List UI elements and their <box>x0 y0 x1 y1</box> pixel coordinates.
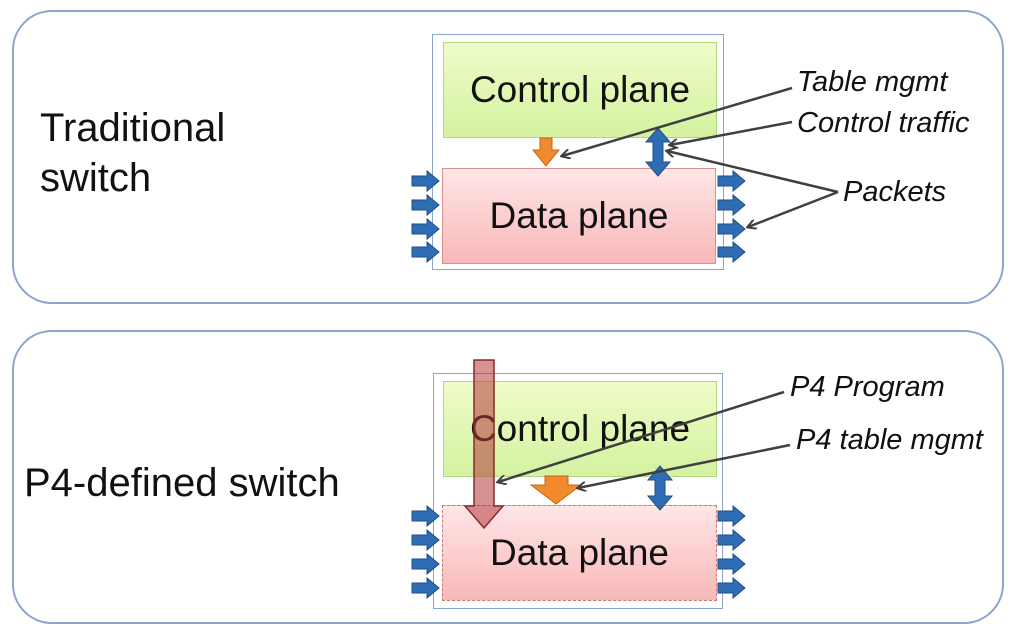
callout-control-traffic: Control traffic <box>797 107 970 139</box>
traditional-label-line2: switch <box>40 156 152 200</box>
traditional-data-plane-label: Data plane <box>489 195 669 236</box>
traditional-label-line1: Traditional <box>40 106 226 150</box>
p4-data-plane-label: Data plane <box>490 532 669 573</box>
callout-p4-program: P4 Program <box>790 371 945 403</box>
p4-data-plane: Data plane <box>442 505 717 601</box>
traditional-data-plane: Data plane <box>442 168 716 264</box>
callout-packets: Packets <box>843 176 947 208</box>
p4-switch-label: P4-defined switch <box>24 461 340 505</box>
traditional-control-plane-label: Control plane <box>469 69 691 110</box>
traditional-control-plane: Control plane <box>443 42 717 138</box>
callout-p4-table-mgmt: P4 table mgmt <box>796 424 983 456</box>
callout-table-mgmt: Table mgmt <box>797 66 948 98</box>
p4-control-plane: Control plane <box>443 381 717 477</box>
traditional-switch-label: Traditional switch <box>40 103 225 203</box>
p4-control-plane-label: Control plane <box>469 408 691 449</box>
